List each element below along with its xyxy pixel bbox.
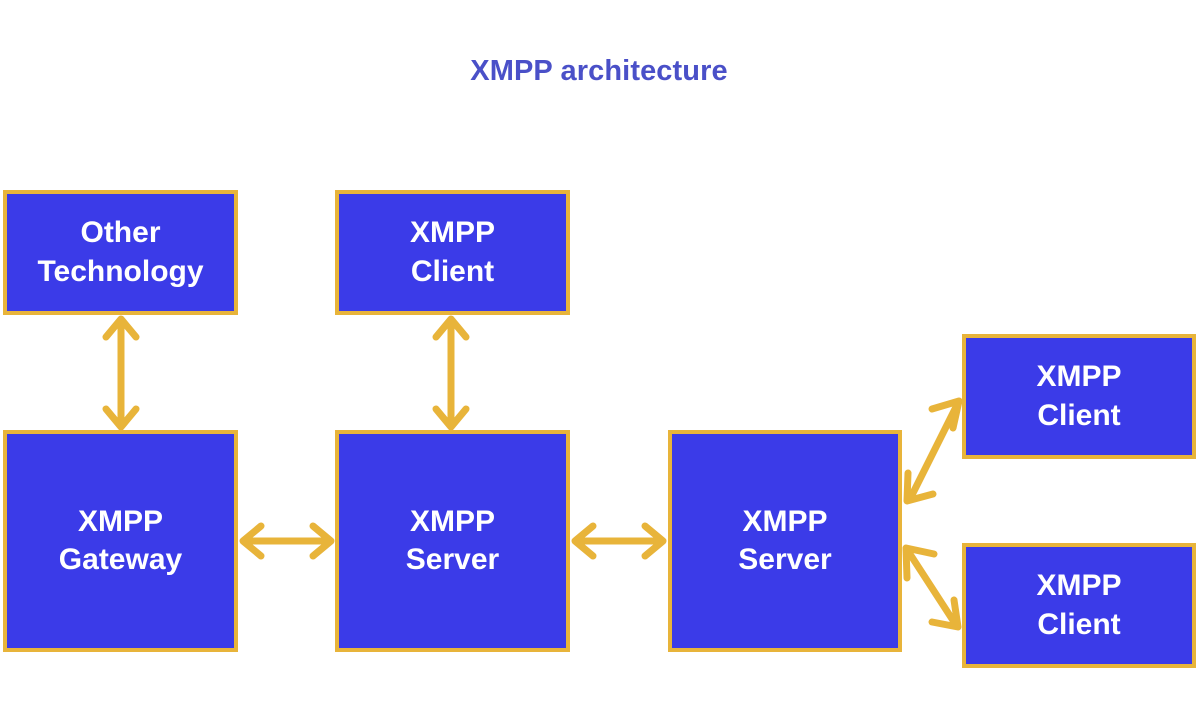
node-label: XMPP Client [409, 216, 496, 288]
node-label: XMPP Server [405, 504, 500, 576]
connector-server-right-to-client-right-bottom [896, 540, 968, 634]
node-other-technology[interactable]: Other Technology [3, 190, 238, 315]
node-label: Other Technology [37, 216, 204, 288]
connector-server-right-to-client-right-top [896, 396, 968, 508]
connector-gateway-to-server-left [236, 512, 338, 570]
page-title: XMPP architecture [470, 55, 728, 87]
node-label: XMPP Server [738, 504, 832, 576]
node-xmpp-client-right-top[interactable]: XMPP Client [962, 334, 1196, 459]
node-label: XMPP Client [1036, 569, 1122, 641]
node-xmpp-server-right[interactable]: XMPP Server [668, 430, 902, 652]
node-xmpp-gateway[interactable]: XMPP Gateway [3, 430, 238, 652]
connector-client-top-to-server-left [422, 312, 480, 434]
connector-server-left-to-server-right [568, 512, 670, 570]
node-xmpp-client-top[interactable]: XMPP Client [335, 190, 570, 315]
node-label: XMPP Client [1036, 360, 1122, 432]
node-xmpp-server-left[interactable]: XMPP Server [335, 430, 570, 652]
node-label: XMPP Gateway [58, 504, 183, 576]
connector-other-technology-to-gateway [92, 312, 150, 434]
node-xmpp-client-right-bottom[interactable]: XMPP Client [962, 543, 1196, 668]
